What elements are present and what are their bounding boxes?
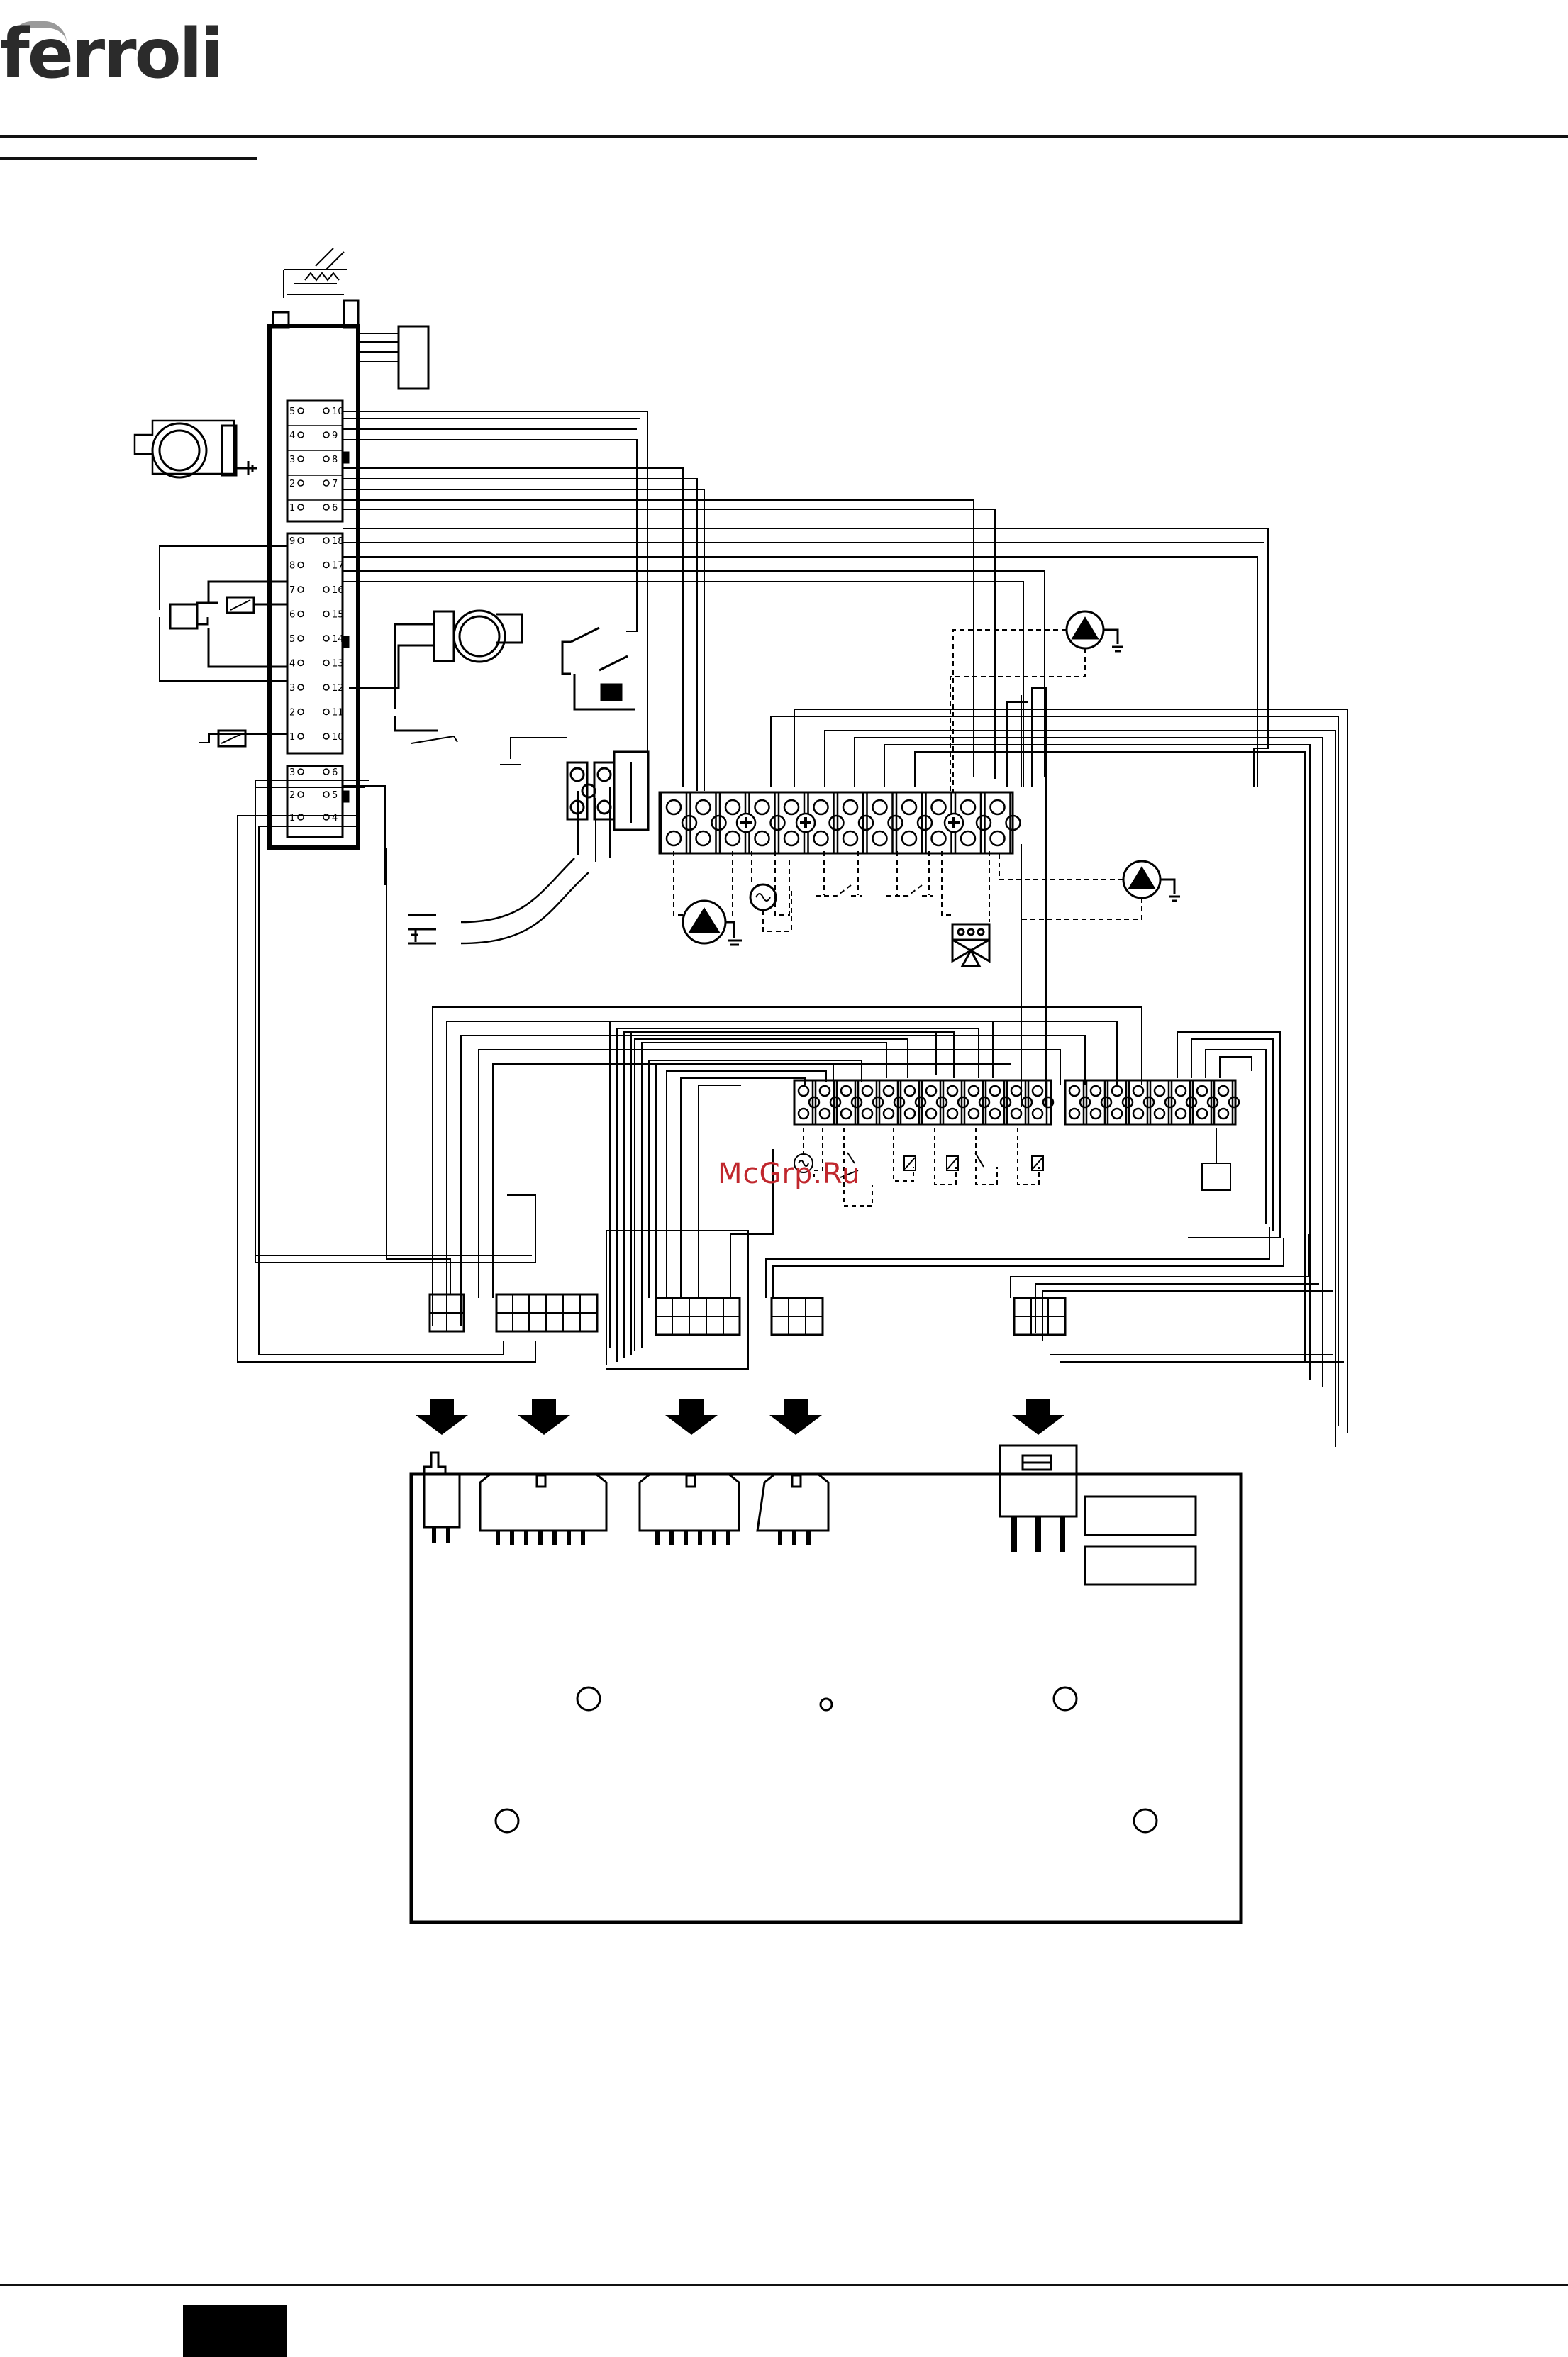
pcb-socket-3 (640, 1474, 739, 1531)
pcb-label-slot-1 (1085, 1497, 1196, 1535)
room-thermostat-icon (816, 851, 933, 896)
pin-label: 2 (289, 790, 295, 801)
ignition-electrode-icon (284, 248, 347, 298)
pin-label: 5 (289, 406, 295, 417)
pcb-mount-hole (577, 1687, 600, 1710)
pin-label: 17 (332, 561, 344, 572)
power-cable-icon (408, 787, 610, 943)
pump-icon-3 (674, 851, 742, 945)
pin-contact (298, 456, 304, 462)
pin-label: 3 (289, 455, 295, 465)
pin-contact (298, 587, 304, 592)
pin-label: 4 (332, 813, 338, 823)
pin-label: 1 (289, 813, 295, 823)
pin-contact (298, 432, 304, 438)
pin-label: 6 (332, 767, 338, 778)
pin-contact (323, 408, 329, 414)
gas-valve-icon (349, 611, 522, 731)
pin-contact (323, 733, 329, 739)
arrow-down-icons (416, 1399, 1064, 1435)
pump-icon (950, 611, 1123, 794)
pin-label: 3 (289, 767, 295, 778)
pin-label: 1 (289, 732, 295, 743)
pin-contact (298, 480, 304, 486)
pin-contact (298, 504, 304, 510)
pin-label: 11 (332, 708, 344, 719)
pin-contact (298, 792, 304, 797)
pin-contact (323, 562, 329, 568)
safety-thermostat-icon (562, 628, 635, 709)
pin-label: 1 (289, 503, 295, 514)
pin-label: 10 (332, 732, 344, 743)
pin-label: 4 (289, 659, 295, 670)
watermark: McGrp.Ru (718, 1158, 860, 1190)
pin-contact (298, 709, 304, 715)
pin-label: 12 (332, 683, 344, 694)
fuse-holder-icon (567, 752, 648, 830)
pin-contact (298, 769, 304, 775)
footer-rule (0, 2284, 1568, 2286)
pin-label: 5 (289, 634, 295, 645)
pin-label: 6 (289, 610, 295, 621)
pin-contact (298, 636, 304, 641)
pump-icon-2 (999, 851, 1180, 919)
pin-contact (298, 408, 304, 414)
pin-contact (323, 769, 329, 775)
pin-label: 13 (332, 659, 344, 670)
pin-label: 14 (332, 634, 344, 645)
pcb-socket-2 (480, 1474, 606, 1531)
pin-label: 2 (289, 708, 295, 719)
pin-contact (298, 684, 304, 690)
pin-contact (323, 709, 329, 715)
pin-contact (323, 538, 329, 543)
pin-label: 9 (332, 431, 338, 441)
control-board-strip (269, 326, 358, 848)
pin-contact (323, 587, 329, 592)
pin-label: 18 (332, 536, 344, 547)
ac-supply-icon (750, 851, 791, 931)
pin-label: 2 (289, 479, 295, 489)
three-way-valve-icon (942, 851, 989, 966)
pin-contact (323, 504, 329, 510)
pin-label: 7 (332, 479, 338, 489)
pin-label: 5 (332, 790, 338, 801)
pin-label: 8 (332, 455, 338, 465)
fan-motor-icon (135, 421, 257, 477)
pin-contact (323, 456, 329, 462)
pin-label: 4 (289, 431, 295, 441)
main-pcb-board (411, 1446, 1241, 1922)
pin-label: 16 (332, 585, 344, 596)
pin-contact (298, 562, 304, 568)
sensor-block-left (170, 604, 197, 628)
pin-label: 9 (289, 536, 295, 547)
pin-contact (298, 611, 304, 617)
page-number-box (183, 2305, 287, 2357)
pin-label: 8 (289, 561, 295, 572)
pcb-label-slot-2 (1085, 1546, 1196, 1585)
pin-contact (323, 432, 329, 438)
ground-terminal-icon (796, 814, 815, 832)
pin-contact (298, 538, 304, 543)
ground-terminal-icon (737, 814, 755, 832)
pin-label: 15 (332, 610, 344, 621)
pin-contact (323, 480, 329, 486)
pin-label: 10 (332, 406, 344, 417)
pin-contact (323, 660, 329, 666)
plug-top-right (399, 326, 428, 389)
strip-tab-right (344, 301, 358, 328)
pin-contact (323, 792, 329, 797)
pin-label: 7 (289, 585, 295, 596)
pin-label: 3 (289, 683, 295, 694)
pin-contact (323, 636, 329, 641)
pin-contact (298, 733, 304, 739)
pcb-socket-1 (424, 1453, 460, 1527)
pin-contact (323, 611, 329, 617)
pin-label: 6 (332, 503, 338, 514)
pin-contact (298, 660, 304, 666)
pin-contact (323, 684, 329, 690)
ground-terminal-icon (945, 814, 963, 832)
